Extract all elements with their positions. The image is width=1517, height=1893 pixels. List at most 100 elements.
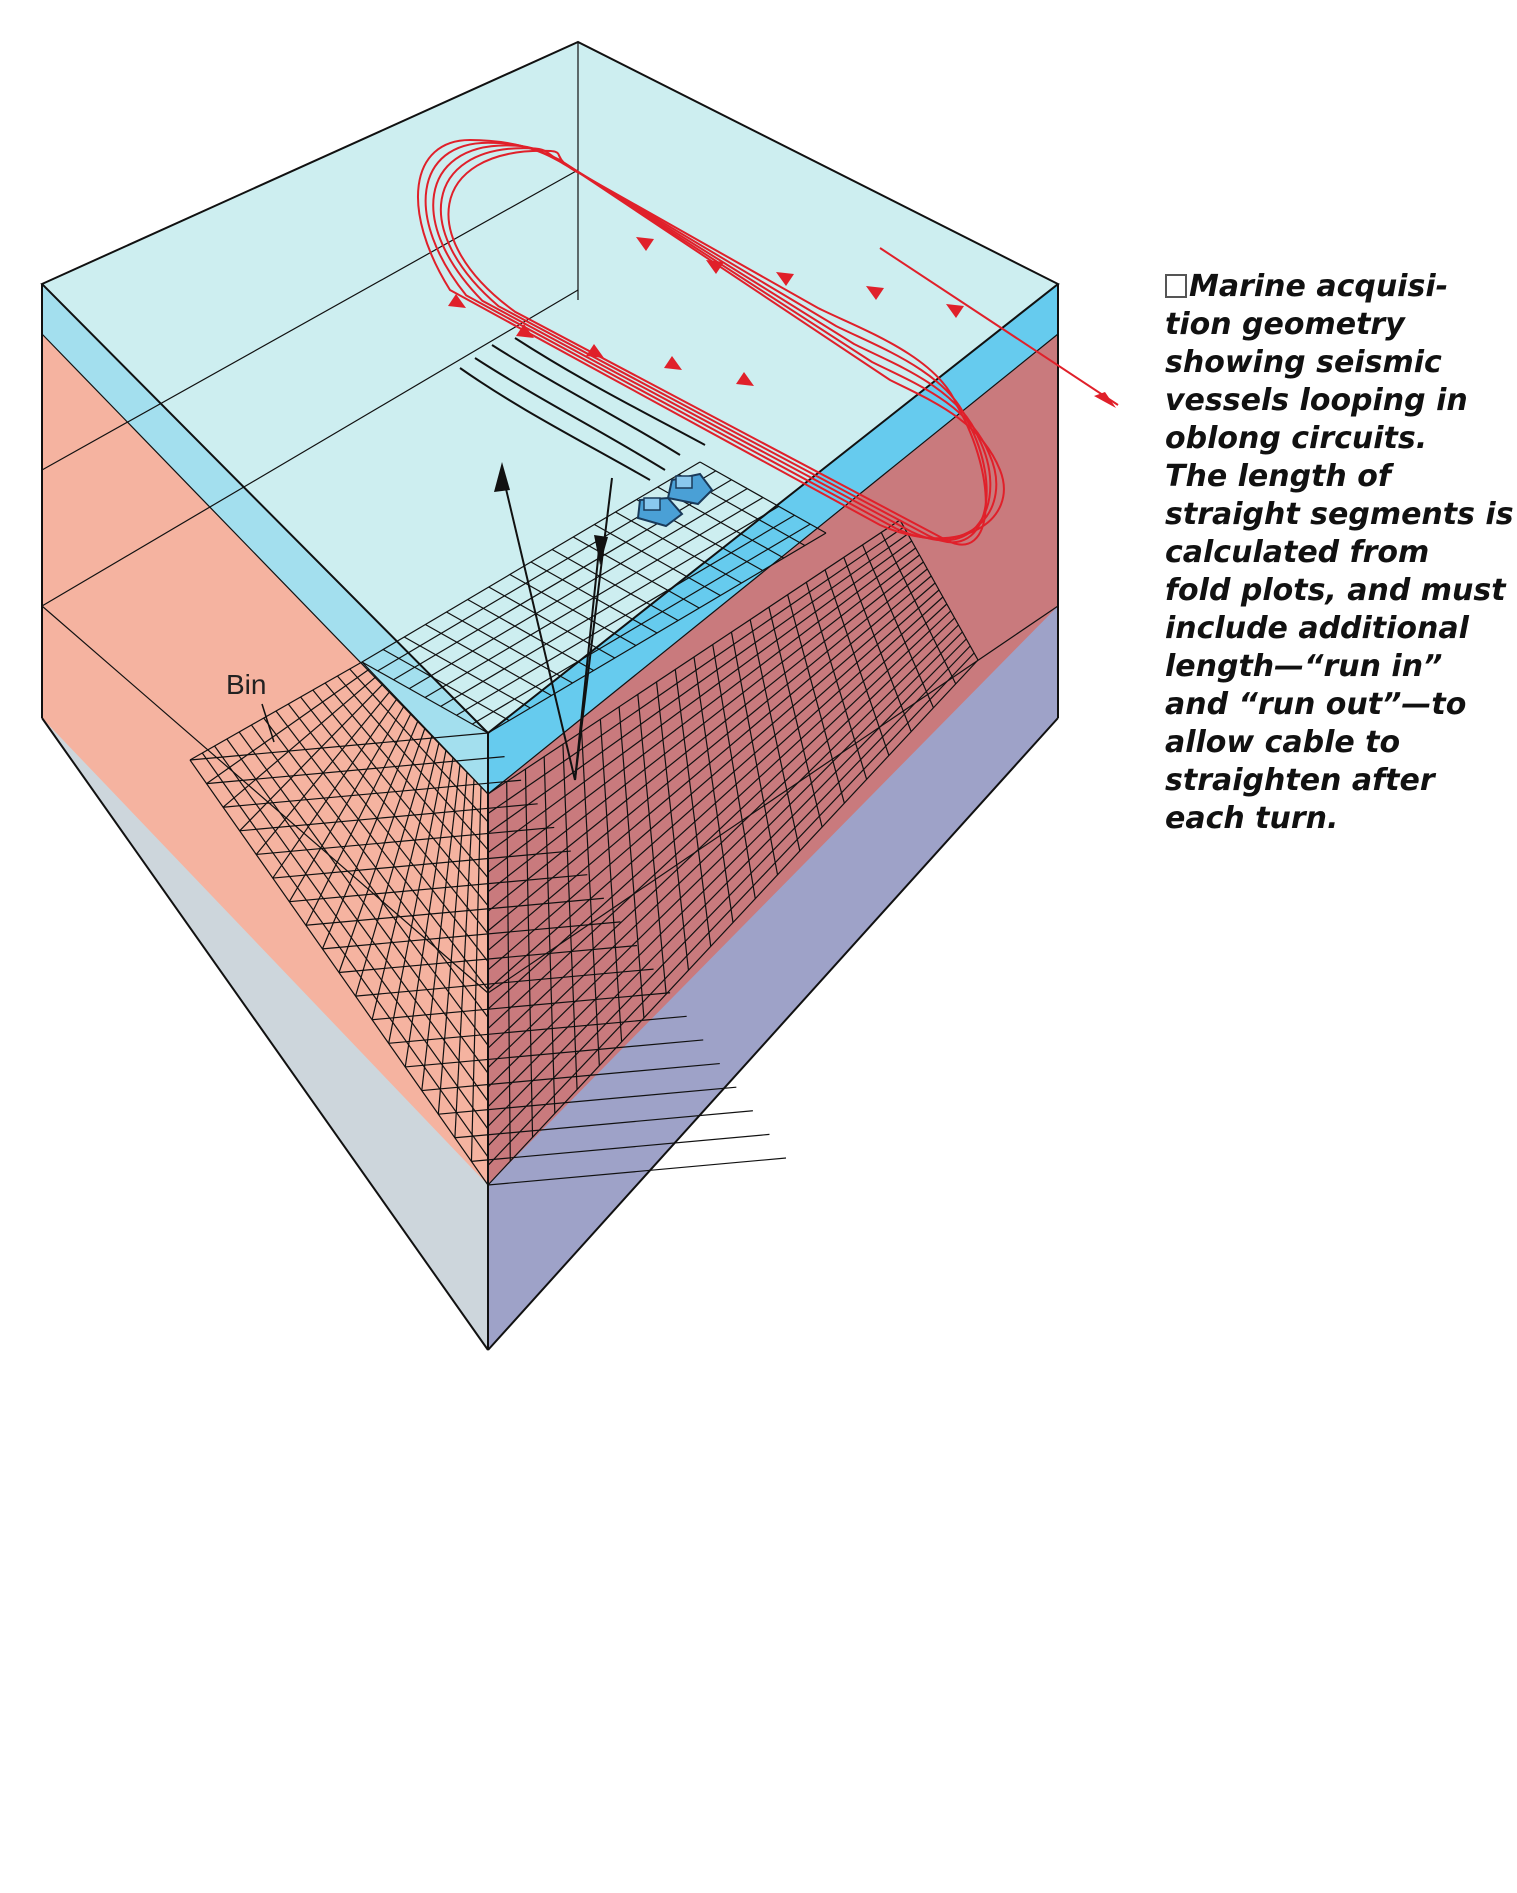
grid-line	[487, 568, 928, 932]
seismic-vessel-2	[636, 496, 684, 528]
grid-line	[487, 554, 920, 893]
caption-line: straight segments is	[1165, 497, 1514, 532]
grid-line	[487, 645, 971, 1147]
caption-line: calculated from	[1165, 535, 1430, 570]
grid-line	[488, 586, 616, 659]
grid-line	[437, 771, 468, 1115]
grid-line	[487, 533, 909, 834]
grid-line	[372, 992, 671, 1021]
grid-line	[354, 735, 433, 997]
grid-line	[487, 603, 948, 1030]
direction-arrow-icon	[586, 344, 604, 358]
grid-line	[425, 623, 552, 697]
grid-line	[388, 1015, 687, 1044]
left-water-band	[42, 284, 488, 794]
direction-arrow-icon	[516, 324, 534, 338]
grid-line	[487, 652, 975, 1166]
grid-line	[487, 631, 963, 1108]
bin-grid-left	[189, 661, 787, 1186]
grid-line	[305, 713, 412, 926]
direction-arrow-icon	[946, 304, 964, 318]
grid-line	[551, 548, 679, 622]
grid-line	[446, 611, 573, 684]
grid-line	[289, 874, 588, 903]
grid-line	[189, 661, 363, 761]
grid-line	[487, 526, 905, 815]
caption-line: allow cable to	[1165, 725, 1401, 760]
seismic-vessel-1	[666, 472, 714, 506]
grid-line	[404, 757, 454, 1068]
streamer-cables	[459, 337, 706, 481]
grid-line	[206, 668, 370, 785]
grid-line	[255, 690, 391, 855]
caption-line: length—“run in”	[1165, 649, 1443, 684]
direction-arrow-icon	[706, 260, 724, 274]
grid-line	[272, 850, 571, 879]
grid-line	[421, 764, 461, 1091]
grid-line	[615, 511, 742, 584]
caption-line: straighten after	[1165, 763, 1435, 798]
grid-line	[487, 575, 932, 951]
grid-line	[256, 826, 555, 856]
grid-line	[467, 598, 594, 672]
grid-line	[321, 720, 419, 950]
circuit-loop	[447, 149, 987, 546]
grid-line	[288, 705, 405, 902]
grid-line	[487, 540, 913, 854]
bin-label: Bin	[226, 669, 266, 700]
right-water-band	[488, 284, 1058, 794]
bin-leader-line	[261, 703, 275, 743]
grid-line	[272, 698, 398, 879]
grid-line	[239, 683, 384, 832]
sea-surface	[42, 42, 1058, 733]
grid-line	[487, 659, 979, 1186]
caption-line: tion geometry	[1165, 307, 1405, 342]
right-lower-face	[488, 606, 1058, 1350]
grid-line	[572, 536, 700, 609]
block-edges	[40, 40, 1060, 1351]
grid-line	[487, 547, 916, 873]
grid-line	[371, 742, 440, 1020]
grid-line	[699, 461, 827, 534]
run-in-arrow	[1094, 392, 1116, 408]
grid-line	[487, 596, 944, 1010]
grid-line	[487, 519, 901, 795]
grid-line	[471, 1133, 770, 1162]
grid-line	[405, 1039, 704, 1068]
grid-line	[594, 523, 721, 597]
grid-line	[454, 779, 475, 1138]
direction-arrow-icon	[776, 272, 794, 286]
grid-line	[388, 749, 447, 1044]
raypath-arrow-up	[494, 462, 510, 492]
grid-line	[361, 661, 489, 734]
raypath-arrow-down	[594, 535, 608, 565]
grid-line	[487, 617, 956, 1069]
caption-line: vessels looping in	[1165, 383, 1468, 418]
grid-line	[487, 610, 952, 1049]
grid-line	[338, 727, 426, 973]
caption-marker-icon	[1165, 274, 1187, 298]
grid-line	[487, 1157, 787, 1186]
track-arrows	[448, 237, 964, 386]
caption-line: oblong circuits.	[1165, 421, 1428, 456]
raypaths	[501, 471, 613, 781]
grid-line	[454, 1110, 753, 1139]
run-in-track	[879, 247, 1119, 406]
grid-line	[487, 638, 967, 1127]
grid-line	[487, 561, 924, 912]
grid-line	[421, 1062, 720, 1092]
grid-line	[487, 589, 940, 990]
grid-line	[189, 732, 489, 761]
grid-line	[487, 582, 936, 971]
grid-line	[403, 636, 531, 709]
grid-line	[382, 648, 510, 722]
direction-arrow-icon	[448, 294, 466, 308]
direction-arrow-icon	[866, 286, 884, 300]
grid-line	[470, 786, 482, 1162]
vessel-circuits	[416, 138, 1005, 546]
caption-line: Marine acquisi-	[1165, 268, 1510, 306]
direction-arrow-icon	[664, 356, 682, 370]
caption-line: each turn.	[1165, 801, 1339, 836]
caption-line: fold plots, and must	[1165, 573, 1506, 608]
